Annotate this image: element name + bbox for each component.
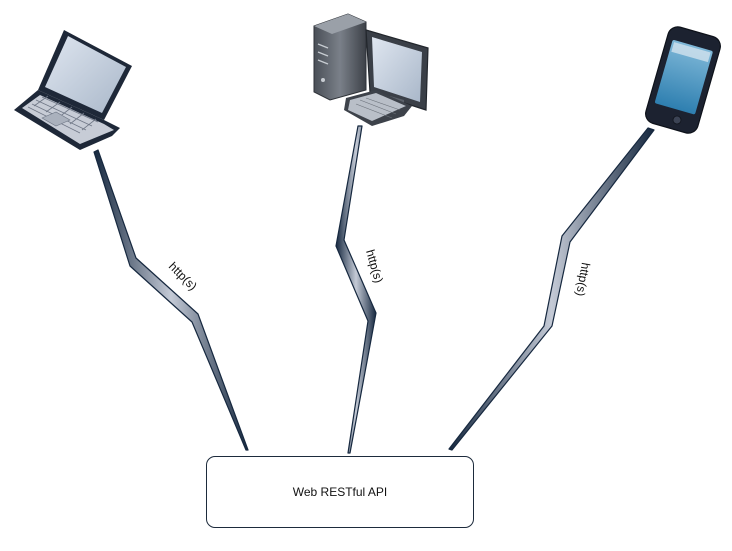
restful-api-box: Web RESTful API (206, 456, 474, 528)
laptop-link-bolt (93, 149, 249, 451)
desktop-link: http(s) (335, 125, 386, 454)
smartphone-icon (645, 26, 721, 134)
desktop-computer-icon (313, 13, 429, 126)
desktop-link-label: http(s) (363, 248, 386, 285)
desktop-link-bolt (335, 125, 377, 454)
api-label: Web RESTful API (292, 485, 388, 499)
laptop-link-label: http(s) (166, 259, 200, 293)
laptop-icon (14, 30, 132, 150)
phone-link: http(s) (448, 127, 655, 451)
phone-link-bolt (448, 127, 655, 451)
phone-link-label: http(s) (573, 261, 593, 297)
laptop-link: http(s) (93, 149, 249, 451)
